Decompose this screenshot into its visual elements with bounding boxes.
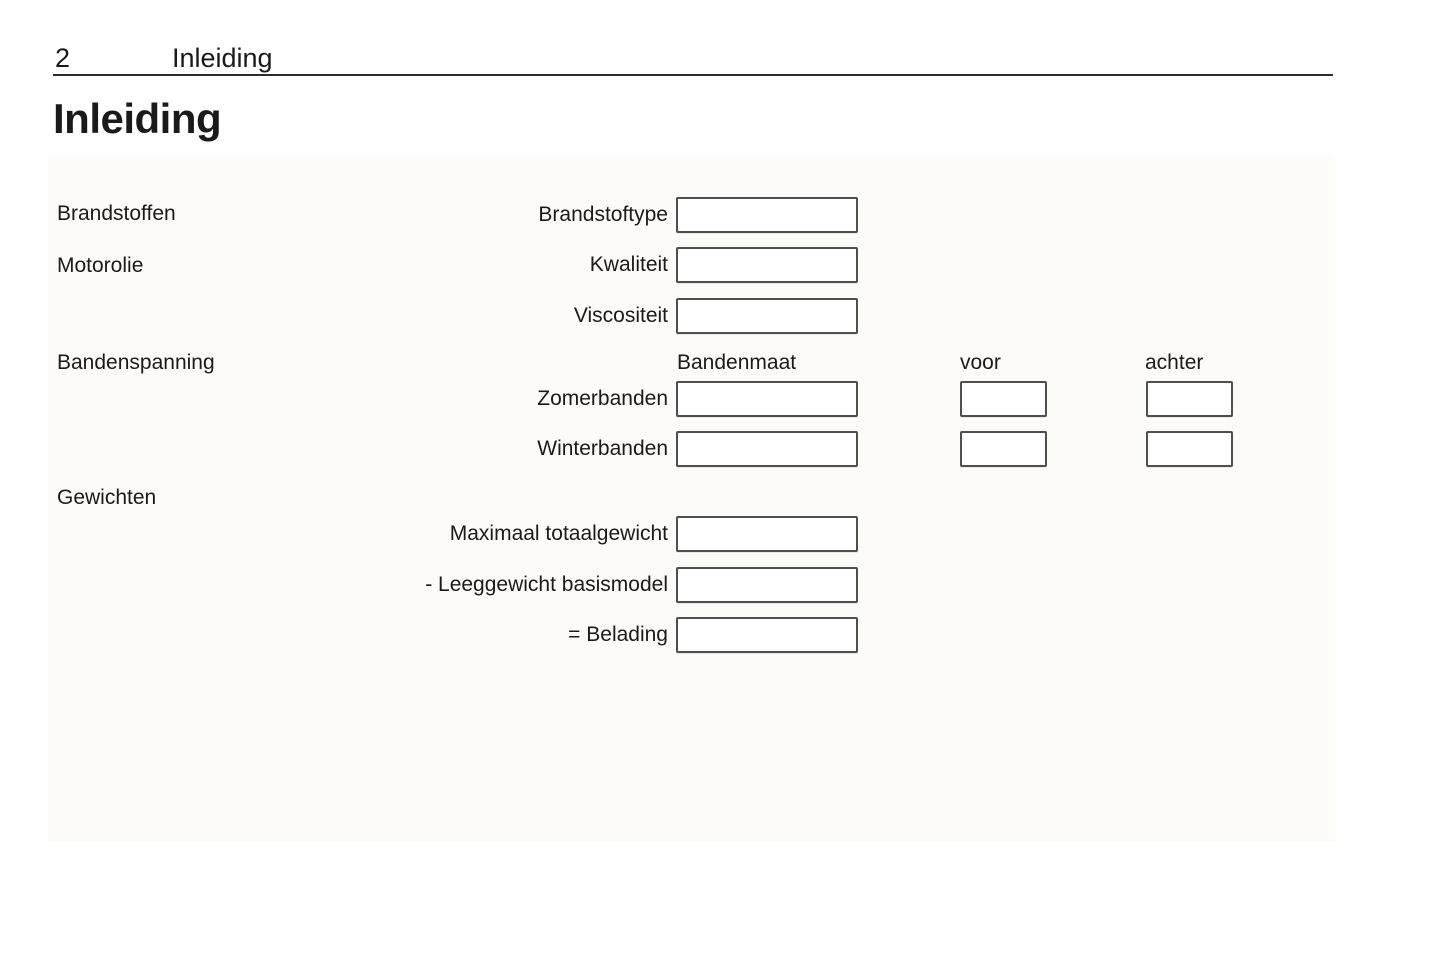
column-header-voor: voor bbox=[960, 351, 1001, 374]
winterbanden-bandenmaat-input[interactable] bbox=[676, 431, 858, 467]
oil-kwaliteit-input[interactable] bbox=[676, 247, 858, 283]
field-label-leeggewicht-basismodel: - Leeggewicht basismodel bbox=[425, 573, 668, 596]
field-label-brandstoftype: Brandstoftype bbox=[538, 203, 668, 226]
belading-input[interactable] bbox=[676, 617, 858, 653]
brandstoftype-input[interactable] bbox=[676, 197, 858, 233]
section-label-brandstoffen: Brandstoffen bbox=[57, 202, 176, 225]
page-title: Inleiding bbox=[53, 95, 222, 142]
maximaal-totaalgewicht-input[interactable] bbox=[676, 516, 858, 552]
field-label-zomerbanden: Zomerbanden bbox=[537, 387, 668, 410]
section-label-motorolie: Motorolie bbox=[57, 254, 144, 277]
zomerbanden-voor-input[interactable] bbox=[960, 381, 1047, 417]
chapter-header: Inleiding bbox=[172, 43, 273, 73]
field-label-kwaliteit: Kwaliteit bbox=[589, 253, 668, 276]
section-label-gewichten: Gewichten bbox=[57, 486, 157, 509]
page-number: 2 bbox=[55, 43, 71, 73]
field-label-belading: = Belading bbox=[568, 623, 668, 646]
winterbanden-voor-input[interactable] bbox=[960, 431, 1047, 467]
column-header-bandenmaat: Bandenmaat bbox=[677, 351, 797, 374]
zomerbanden-achter-input[interactable] bbox=[1146, 381, 1233, 417]
section-label-bandenspanning: Bandenspanning bbox=[57, 351, 215, 374]
column-header-achter: achter bbox=[1145, 351, 1204, 374]
winterbanden-achter-input[interactable] bbox=[1146, 431, 1233, 467]
header-rule bbox=[53, 74, 1333, 76]
field-label-maximaal-totaalgewicht: Maximaal totaalgewicht bbox=[449, 522, 668, 545]
field-label-viscositeit: Viscositeit bbox=[573, 304, 668, 327]
leeggewicht-basismodel-input[interactable] bbox=[676, 567, 858, 603]
zomerbanden-bandenmaat-input[interactable] bbox=[676, 381, 858, 417]
oil-viscositeit-input[interactable] bbox=[676, 298, 858, 334]
field-label-winterbanden: Winterbanden bbox=[537, 437, 668, 460]
